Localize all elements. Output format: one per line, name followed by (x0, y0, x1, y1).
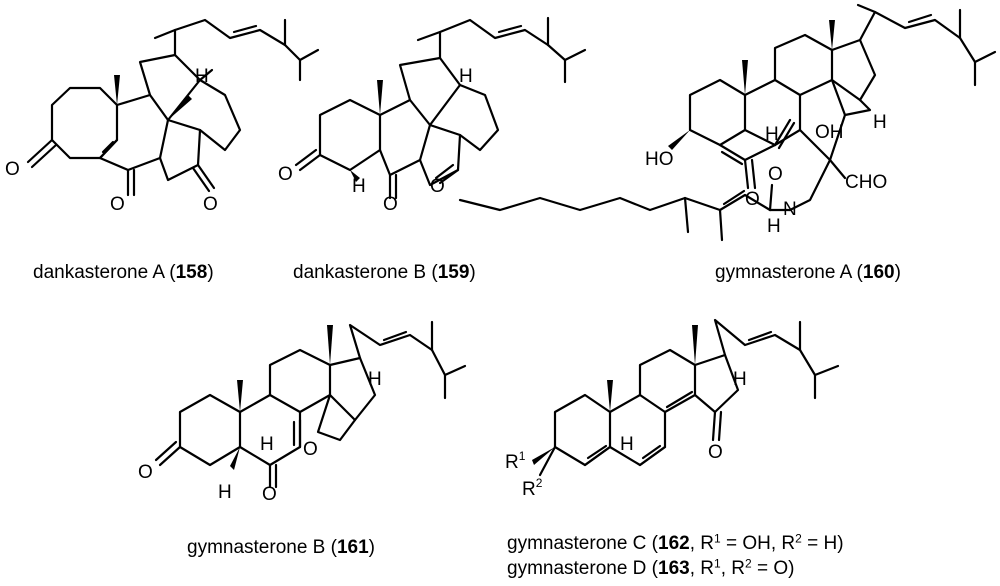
caption-158: dankasterone A (158) (33, 262, 214, 283)
caption-161: gymnasterone B (161) (187, 537, 375, 558)
atom-h-158: H (195, 66, 209, 87)
atom-r2-162: R2 (522, 476, 543, 500)
structure-dankasterone-a (26, 18, 320, 197)
structure-gymnasterone-a (458, 3, 997, 242)
atom-n-160: N (783, 199, 797, 220)
atom-o-158-side: O (203, 194, 218, 215)
caption-159: dankasterone B (159) (293, 262, 476, 283)
atom-h-161-c9: H (260, 434, 274, 455)
atom-ho-160: HO (645, 149, 674, 170)
atom-o-161-c3: O (138, 462, 153, 483)
atom-oh-160: OH (815, 122, 844, 143)
caption-162: gymnasterone C (162, R1 = OH, R2 = H) (507, 531, 844, 554)
atom-o-161-c6: O (262, 484, 277, 505)
caption-163: gymnasterone D (163, R1, R2 = O) (507, 556, 795, 579)
atom-h-160-c9: H (765, 124, 779, 145)
atom-o-158-c6: O (110, 194, 125, 215)
atom-h-162-c9: H (620, 434, 634, 455)
structure-gymnasterone-b (154, 320, 467, 489)
atom-o-160-amide: O (768, 164, 783, 185)
atom-h-162-c17: H (733, 369, 747, 390)
atom-o-159-side: O (430, 176, 445, 197)
atom-o-159-c3: O (278, 164, 293, 185)
atom-nh-h-160: H (767, 216, 781, 237)
atom-o-161-epoxide: O (303, 439, 318, 460)
atom-h-161-c5: H (218, 482, 232, 503)
caption-160: gymnasterone A (160) (715, 262, 901, 283)
atom-h-160-c14: H (873, 112, 887, 133)
atom-h-161-c17: H (368, 369, 382, 390)
atom-r1-162: R1 (505, 449, 526, 473)
atom-h-159: H (459, 66, 473, 87)
atom-o-162-ketone: O (708, 442, 723, 463)
atom-o-159-c6: O (383, 194, 398, 215)
atom-o-158-c3: O (5, 159, 20, 180)
atom-h-159-c5: H (352, 176, 366, 197)
structure-dankasterone-b (294, 16, 587, 200)
atom-o-160-c6: O (745, 189, 760, 210)
atom-cho-160: CHO (845, 172, 887, 193)
structure-gymnasterone-c-d (532, 318, 840, 477)
